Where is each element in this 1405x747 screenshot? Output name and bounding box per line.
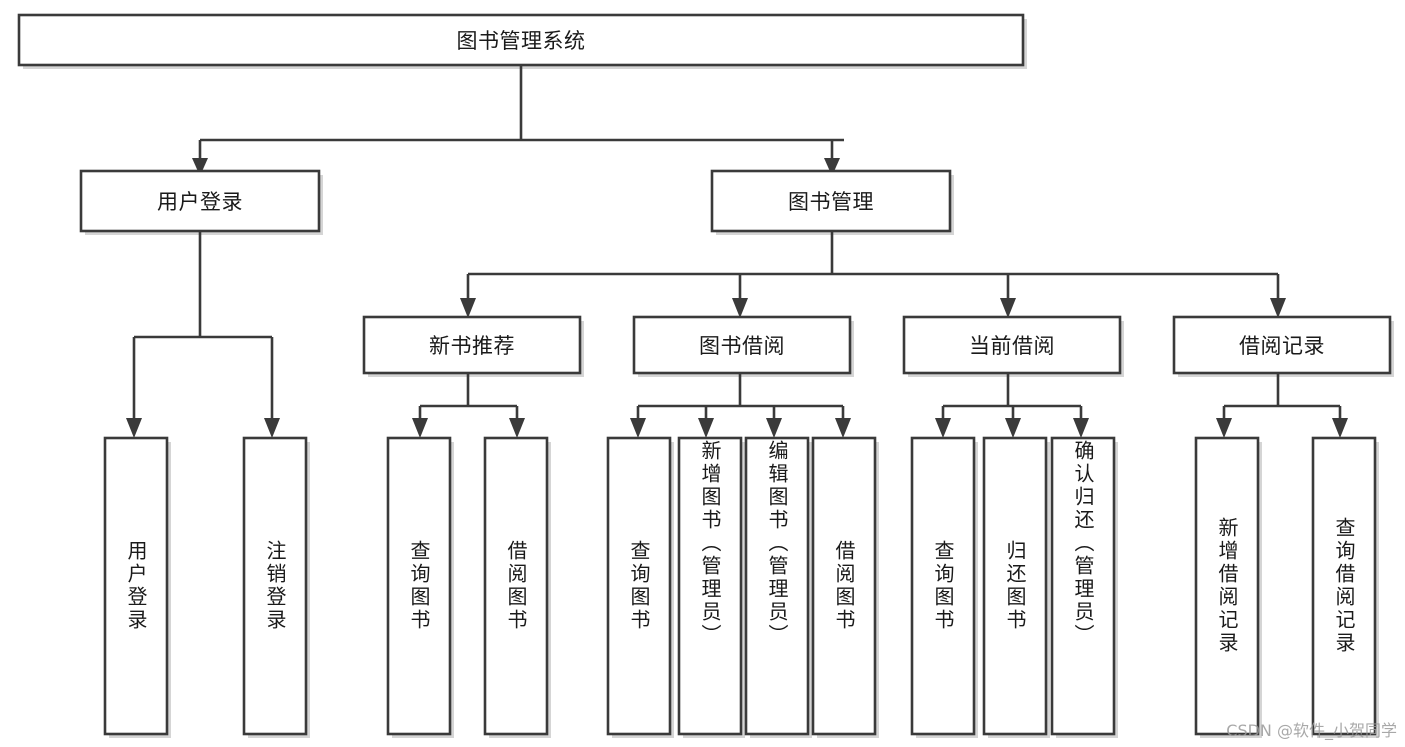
leaf-box-query-book-2[interactable] xyxy=(606,436,672,736)
connector-root-to-level2 xyxy=(192,66,844,176)
connector-book-manage-to-level3 xyxy=(460,232,1286,318)
connector-borrow-record-to-leaves xyxy=(1216,374,1348,438)
user-login-box[interactable] xyxy=(79,169,321,233)
leaf-box-borrow-book-1[interactable] xyxy=(483,436,549,736)
connector-new-book-recommend-to-leaves xyxy=(412,374,525,438)
book-manage-box[interactable] xyxy=(710,169,952,233)
connector-user-login-to-leaves xyxy=(126,232,280,438)
leaf-box-add-borrow-record[interactable] xyxy=(1194,436,1260,736)
leaf-box-confirm-return-admin[interactable] xyxy=(1050,436,1116,736)
root-box[interactable] xyxy=(17,13,1025,67)
book-borrow-box[interactable] xyxy=(632,315,852,375)
leaf-box-edit-book-admin[interactable] xyxy=(744,436,810,736)
leaf-box-user-login[interactable] xyxy=(103,436,169,736)
new-book-recommend-box[interactable] xyxy=(362,315,582,375)
leaf-box-query-borrow-record[interactable] xyxy=(1311,436,1377,736)
leaf-box-borrow-book-2[interactable] xyxy=(811,436,877,736)
leaf-box-logout-login[interactable] xyxy=(242,436,308,736)
connector-current-borrow-to-leaves xyxy=(935,374,1089,438)
leaf-box-add-book-admin[interactable] xyxy=(677,436,743,736)
watermark-text: CSDN @软件_小贺同学 xyxy=(1226,721,1397,740)
borrow-record-box[interactable] xyxy=(1172,315,1392,375)
leaf-box-return-book[interactable] xyxy=(982,436,1048,736)
connector-book-borrow-to-leaves xyxy=(630,374,851,438)
leaf-box-query-book-3[interactable] xyxy=(910,436,976,736)
leaf-box-query-book-1[interactable] xyxy=(386,436,452,736)
current-borrow-box[interactable] xyxy=(902,315,1122,375)
